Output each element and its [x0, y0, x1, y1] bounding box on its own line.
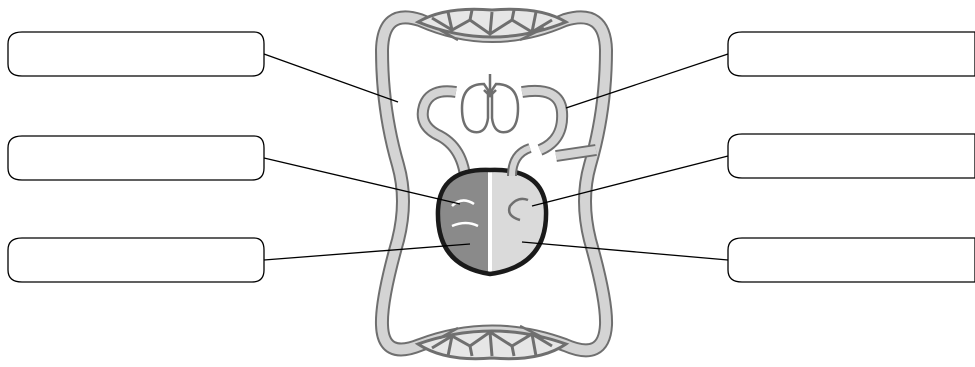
upper-capillary-network	[418, 9, 566, 40]
lungs	[462, 74, 518, 132]
label-box-left-top[interactable]	[8, 32, 264, 76]
leader-line-left-bottom	[264, 244, 470, 260]
label-box-right-middle[interactable]	[728, 134, 975, 178]
leader-line-left-middle	[264, 158, 460, 204]
label-box-left-bottom[interactable]	[8, 238, 264, 282]
lower-capillary-network	[418, 326, 566, 359]
label-box-right-bottom[interactable]	[728, 238, 975, 282]
leader-line-right-middle	[532, 156, 728, 206]
label-box-left-middle[interactable]	[8, 136, 264, 180]
leader-line-right-bottom	[522, 242, 728, 260]
label-box-right-top[interactable]	[728, 32, 975, 76]
heart	[438, 148, 546, 274]
leader-line-right-top	[566, 54, 728, 108]
